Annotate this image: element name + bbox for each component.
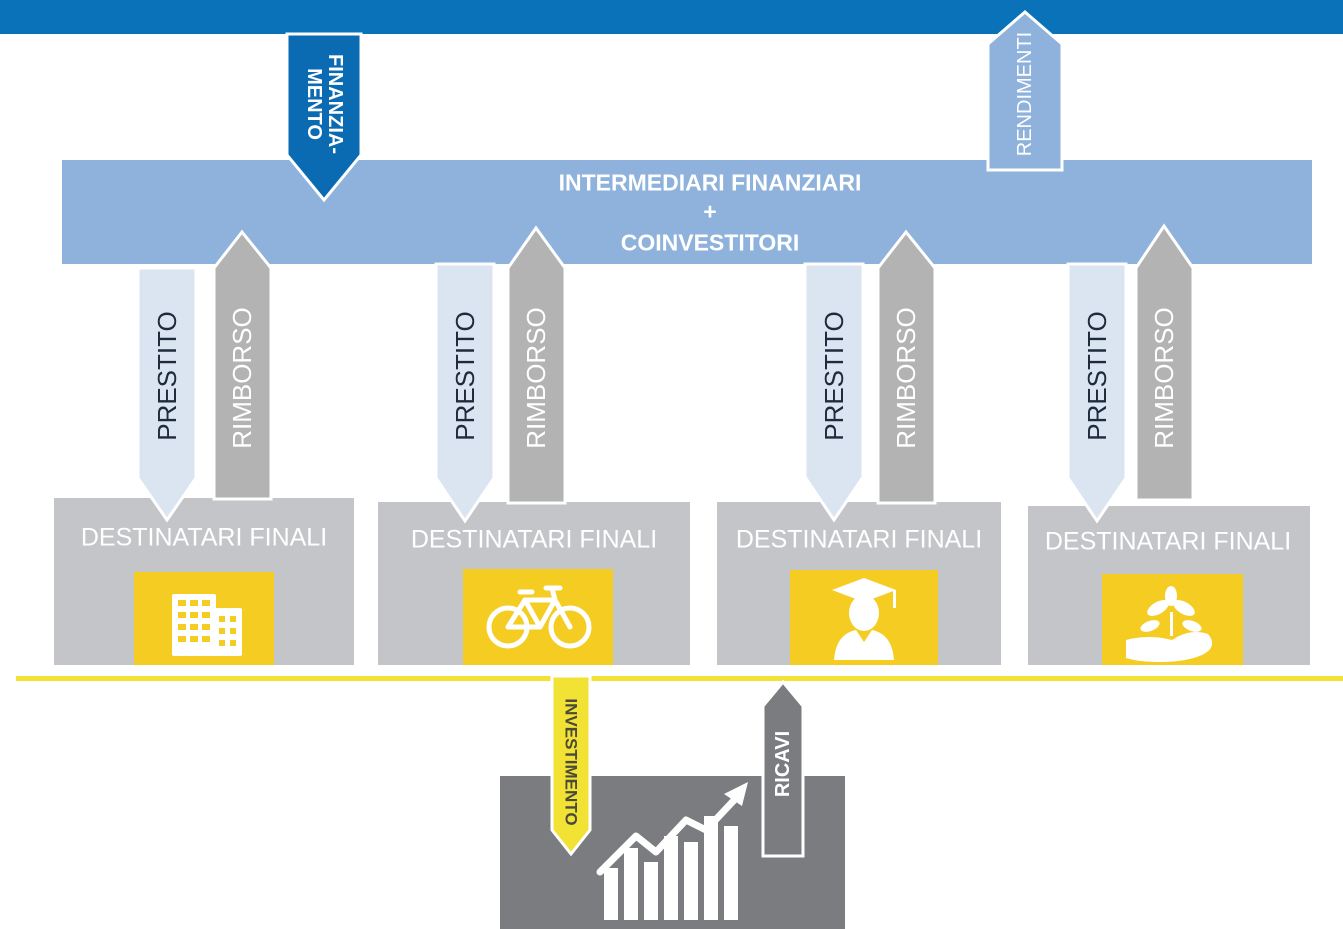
rimborso-arrow-3 [876, 229, 937, 505]
rendimenti-label: RENDIMENTI [1014, 31, 1036, 157]
intermediaries-bar [62, 160, 1312, 264]
graduate-icon [832, 578, 896, 660]
prestito-arrow-1 [136, 266, 198, 523]
rimborso-label-4: RIMBORSO [1149, 307, 1179, 449]
rendimenti-arrow [986, 10, 1064, 172]
rimborso-arrow-2 [506, 225, 567, 505]
destinatari-label-3: DESTINATARI FINALI [735, 525, 983, 554]
prestito-label-1: PRESTITO [152, 311, 182, 441]
rimborso-label-2: RIMBORSO [521, 307, 551, 449]
finanziamento-label: FINANZIA- MENTO [303, 54, 346, 154]
prestito-arrow-4 [1066, 262, 1128, 524]
rimborso-label-1: RIMBORSO [227, 307, 257, 449]
prestito-label-2: PRESTITO [450, 311, 480, 441]
divider-line [16, 676, 1343, 681]
header-bar [0, 0, 1343, 34]
destinatari-label-1: DESTINATARI FINALI [80, 523, 328, 552]
finanziamento-arrow [285, 32, 363, 203]
bicycle-icon [486, 585, 592, 649]
finanziamento-line1: FINANZIA- [324, 54, 346, 154]
rimborso-arrow-4 [1134, 223, 1195, 502]
building-icon [172, 594, 242, 656]
destinatari-label-4: DESTINATARI FINALI [1044, 527, 1292, 556]
icon-tile-2 [463, 569, 613, 665]
destinatari-label-2: DESTINATARI FINALI [410, 525, 658, 554]
prestito-label-3: PRESTITO [819, 311, 849, 441]
investimento-arrow [550, 674, 592, 857]
plant-in-hand-icon [1126, 586, 1213, 662]
finanziamento-line2: MENTO [303, 68, 325, 140]
intermediaries-line1: INTERMEDIARI FINANZIARI [558, 169, 862, 196]
intermediaries-line2: COINVESTITORI [620, 229, 800, 256]
growth-chart-icon [596, 782, 748, 920]
rimborso-label-3: RIMBORSO [891, 307, 921, 449]
investimento-label: INVESTIMENTO [561, 698, 581, 826]
rimborso-arrow-1 [212, 229, 273, 501]
prestito-arrow-2 [434, 262, 496, 524]
ricavi-arrow [761, 679, 805, 858]
prestito-arrow-3 [803, 262, 865, 523]
ricavi-label: RICAVI [772, 730, 794, 798]
prestito-label-4: PRESTITO [1082, 311, 1112, 441]
intermediaries-plus: + [703, 198, 717, 225]
